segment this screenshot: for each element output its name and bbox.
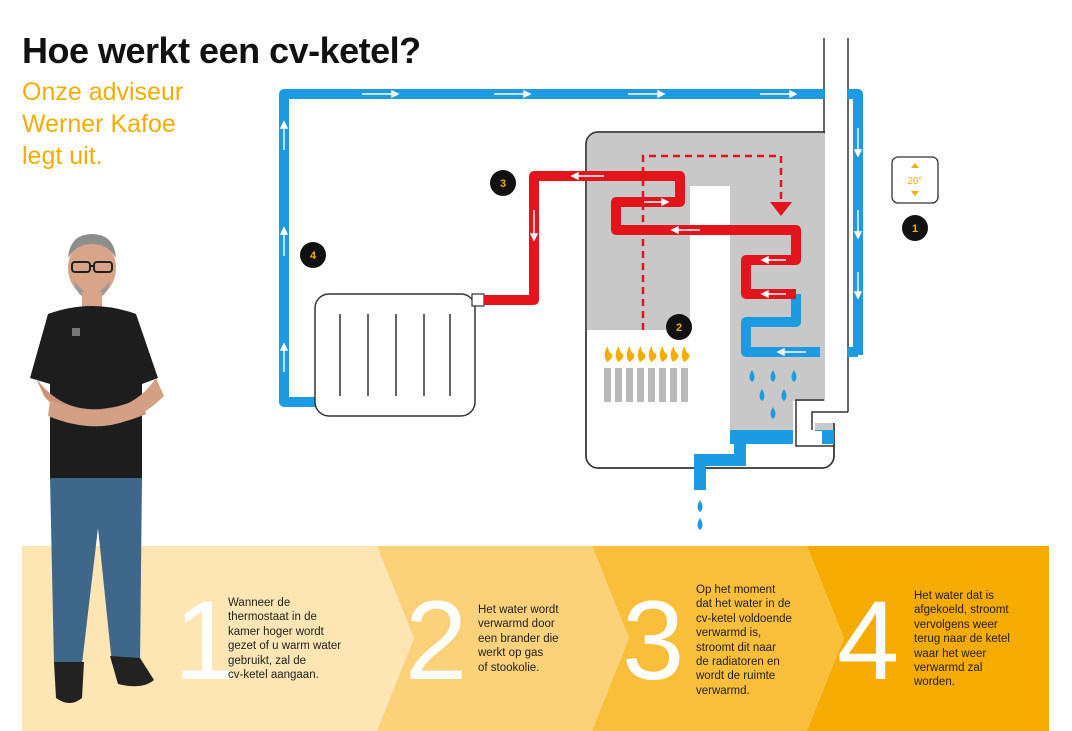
- step-4-text: Het water dat is afgekoeld, stroomt verv…: [914, 590, 1010, 689]
- svg-text:1: 1: [912, 223, 918, 235]
- page-title: Hoe werkt een cv-ketel?: [22, 30, 421, 71]
- thermostat-up-icon: [911, 163, 919, 168]
- flow-arrowhead: [770, 202, 792, 216]
- flow-arrows: [279, 89, 863, 372]
- water-drops: [697, 370, 797, 530]
- cold-return-pipe: [279, 89, 863, 407]
- thermostat-value: 20°: [907, 176, 922, 187]
- step-2: 2 Het water wordt verwarmd door een bran…: [377, 546, 592, 731]
- step-3-text: Op het moment dat het water in de cv-ket…: [696, 584, 792, 697]
- flue-bend: [793, 38, 847, 453]
- burner: [604, 368, 692, 402]
- marker-1: 1: [902, 215, 928, 241]
- boiler-diagram: 20° 1 2 3 4: [279, 38, 939, 530]
- radiator: [314, 293, 485, 417]
- subtitle-line-1: Onze adviseur: [22, 78, 184, 106]
- dashed-flow-line: [641, 154, 783, 330]
- marker-2: 2: [666, 314, 692, 340]
- hot-supply-pipe: [484, 171, 801, 305]
- step-4-number: 4: [837, 578, 900, 703]
- step-panel-bg-3: [592, 546, 844, 731]
- step-3-number: 3: [622, 578, 685, 703]
- step-3: 3 Op het moment dat het water in de cv-k…: [592, 546, 807, 731]
- marker-3: 3: [490, 170, 516, 196]
- step-1: 1 Wanneer de thermostaat in de kamer hog…: [22, 546, 377, 731]
- step-1-number: 1: [174, 578, 237, 703]
- thermostat-down-icon: [911, 191, 919, 196]
- step-panel-bg-2: [377, 546, 629, 731]
- step-panel-bg-4: [807, 546, 1049, 731]
- page-subtitle: Onze adviseur Werner Kafoe legt uit.: [22, 76, 183, 172]
- step-1-text: Wanneer de thermostaat in de kamer hoger…: [228, 597, 342, 682]
- cold-coil: [741, 294, 820, 357]
- advisor-photo: [30, 234, 164, 703]
- svg-text:3: 3: [500, 178, 506, 190]
- subtitle-line-3: legt uit.: [22, 142, 103, 170]
- subtitle-line-2: Werner Kafoe: [22, 110, 176, 138]
- marker-4: 4: [300, 242, 326, 268]
- step-2-text: Het water wordt verwarmd door een brande…: [478, 604, 559, 674]
- flames: [604, 346, 690, 362]
- step-4: 4 Het water dat is afgekoeld, stroomt ve…: [807, 546, 1049, 731]
- thermostat: 20°: [891, 156, 939, 204]
- step-2-number: 2: [405, 578, 468, 703]
- svg-text:2: 2: [676, 322, 682, 334]
- svg-text:4: 4: [310, 250, 317, 262]
